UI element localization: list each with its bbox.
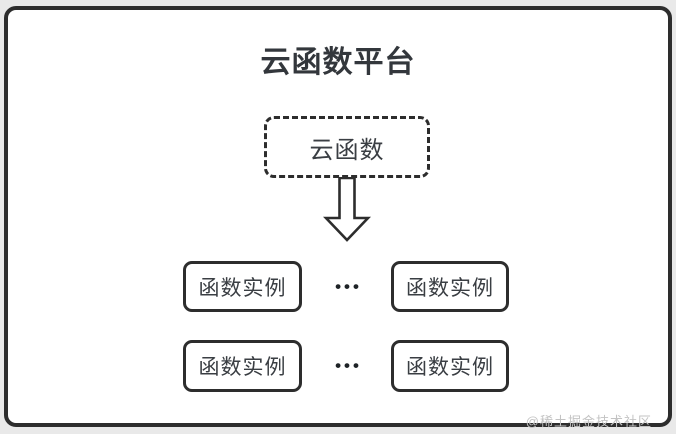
cloud-function-node: 云函数 [264, 116, 430, 178]
function-instance-node: 函数实例 [183, 261, 302, 312]
function-instance-label: 函数实例 [406, 276, 494, 300]
watermark: @稀土掘金技术社区 [525, 414, 652, 429]
function-instance-label: 函数实例 [198, 276, 287, 300]
diagram-title: 云函数平台 [260, 46, 416, 79]
cloud-function-label: 云函数 [309, 136, 385, 164]
function-instance-label: 函数实例 [406, 356, 494, 379]
down-arrow-icon [323, 177, 371, 242]
function-instance-node: 函数实例 [391, 340, 509, 392]
diagram-frame: 云函数平台 云函数 函数实例 ••• 函数实例 函数实例 ••• 函数实例 @稀… [4, 6, 672, 429]
function-instance-node: 函数实例 [391, 261, 509, 312]
ellipsis-separator: ••• [335, 276, 362, 296]
function-instance-label: 函数实例 [198, 356, 287, 379]
ellipsis-separator: ••• [335, 356, 362, 375]
function-instance-node: 函数实例 [183, 340, 302, 392]
